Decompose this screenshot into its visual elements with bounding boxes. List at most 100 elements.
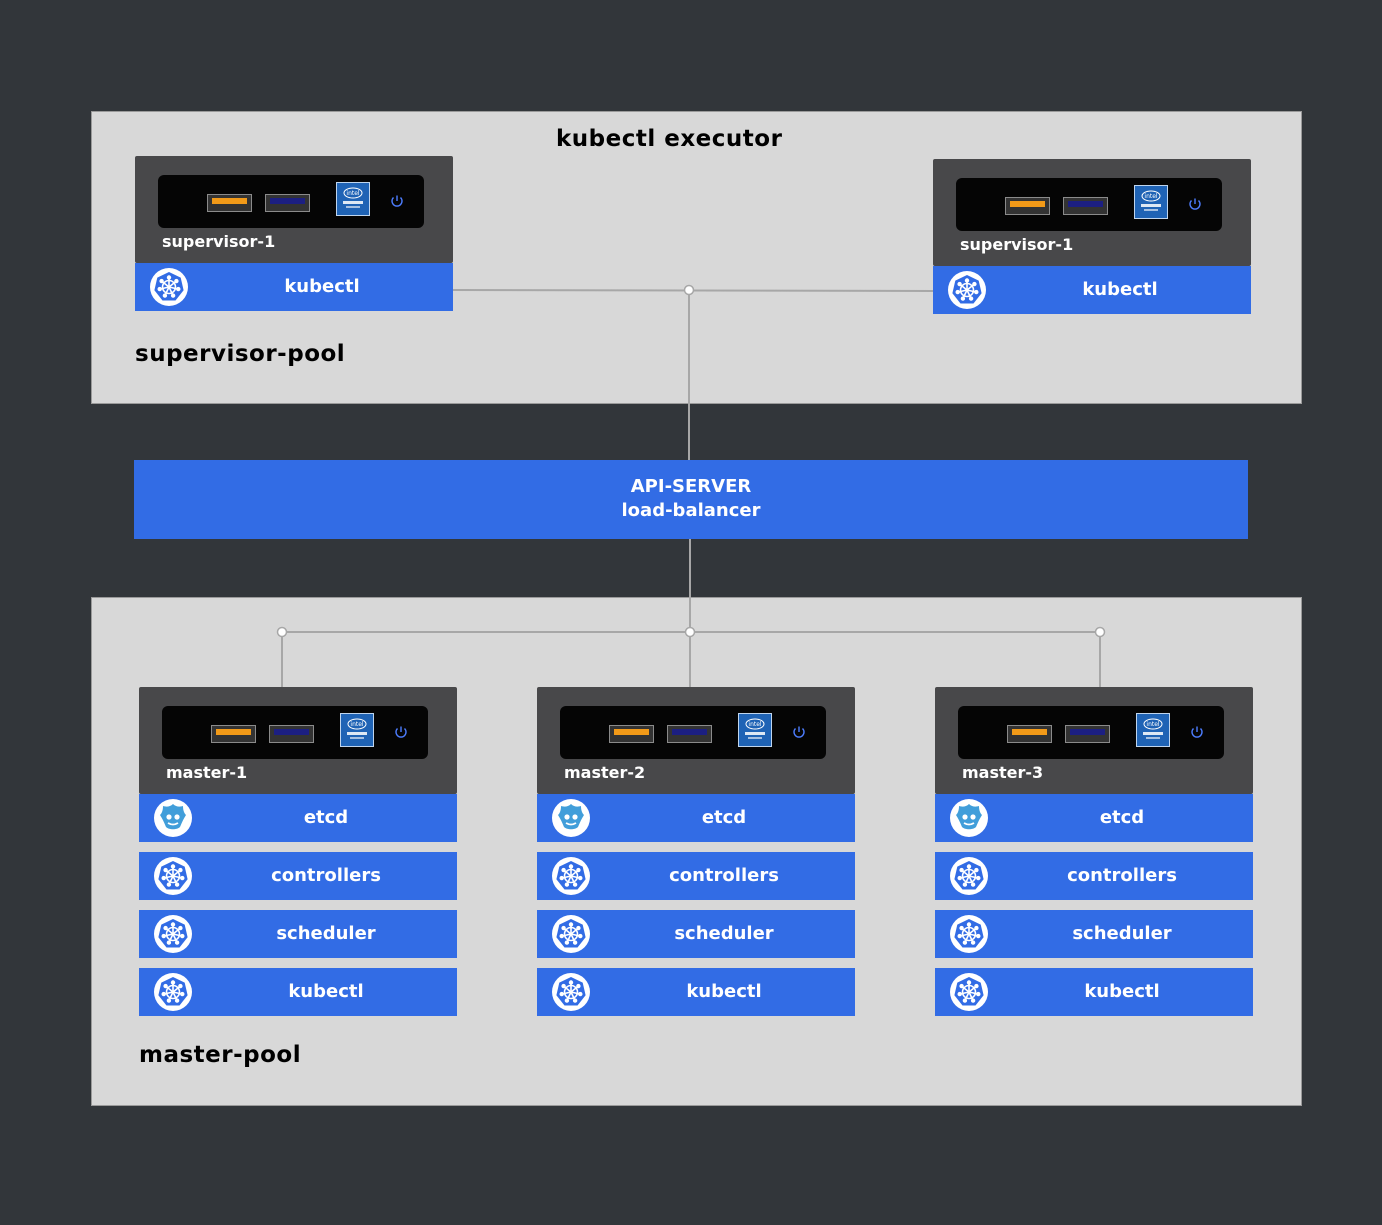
service-label: etcd bbox=[303, 807, 349, 828]
svg-text:intel: intel bbox=[748, 721, 762, 728]
etcd-icon bbox=[153, 798, 193, 838]
kubernetes-icon bbox=[153, 972, 193, 1012]
power-icon bbox=[791, 724, 807, 740]
supervisor-node: intel supervisor-1 kubectl bbox=[933, 159, 1251, 314]
server-front-panel: intel bbox=[956, 178, 1222, 231]
server-hardware: intel master-3 bbox=[935, 687, 1253, 794]
etcd-icon bbox=[949, 798, 989, 838]
service-label: etcd bbox=[701, 807, 747, 828]
service-etcd: etcd bbox=[537, 794, 855, 842]
power-icon bbox=[1189, 724, 1205, 740]
server-hardware: intel master-1 bbox=[139, 687, 457, 794]
junction-dot bbox=[684, 626, 696, 638]
service-scheduler: scheduler bbox=[139, 910, 457, 958]
server-front-panel: intel bbox=[560, 706, 826, 759]
usb-port-icon bbox=[667, 725, 712, 743]
usb-port-icon bbox=[1065, 725, 1110, 743]
kubernetes-icon bbox=[153, 856, 193, 896]
node-label: master-3 bbox=[962, 763, 1044, 782]
api-server-load-balancer: API-SERVER load-balancer bbox=[134, 460, 1248, 539]
node-label: master-2 bbox=[564, 763, 646, 782]
service-label: kubectl bbox=[1082, 279, 1158, 300]
service-kubectl: kubectl bbox=[935, 968, 1253, 1016]
service-kubectl: kubectl bbox=[537, 968, 855, 1016]
service-label: kubectl bbox=[284, 276, 360, 297]
node-label: master-1 bbox=[166, 763, 248, 782]
kubernetes-icon bbox=[551, 972, 591, 1012]
service-label: kubectl bbox=[288, 981, 364, 1002]
power-icon bbox=[1187, 196, 1203, 212]
server-hardware: intel supervisor-1 bbox=[135, 156, 453, 263]
service-controllers: controllers bbox=[139, 852, 457, 900]
service-label: kubectl bbox=[1084, 981, 1160, 1002]
supervisor-node: intel supervisor-1 kubectl bbox=[135, 156, 453, 311]
service-label: scheduler bbox=[1072, 923, 1172, 944]
api-server-label: API-SERVER bbox=[630, 476, 752, 497]
usb-port-icon bbox=[1005, 197, 1050, 215]
service-label: controllers bbox=[1067, 865, 1177, 886]
kubernetes-icon bbox=[149, 267, 189, 307]
master-node: intel master-2 etcd controllers schedule… bbox=[537, 687, 855, 1016]
master-node: intel master-1 etcd controllers schedule… bbox=[139, 687, 457, 1016]
usb-port-icon bbox=[1007, 725, 1052, 743]
intel-chip-icon: intel bbox=[347, 718, 367, 739]
svg-text:intel: intel bbox=[1146, 721, 1160, 728]
intel-chip-icon: intel bbox=[340, 713, 374, 747]
server-front-panel: intel bbox=[958, 706, 1224, 759]
kubernetes-icon bbox=[947, 270, 987, 310]
intel-chip-icon: intel bbox=[745, 718, 765, 739]
svg-text:intel: intel bbox=[346, 190, 360, 197]
kubernetes-icon bbox=[551, 856, 591, 896]
power-icon bbox=[389, 193, 405, 209]
service-kubectl: kubectl bbox=[933, 266, 1251, 314]
kubernetes-icon bbox=[949, 856, 989, 896]
service-kubectl: kubectl bbox=[139, 968, 457, 1016]
server-hardware: intel master-2 bbox=[537, 687, 855, 794]
power-icon bbox=[393, 724, 409, 740]
intel-chip-icon: intel bbox=[343, 187, 363, 208]
server-front-panel: intel bbox=[158, 175, 424, 228]
etcd-icon bbox=[551, 798, 591, 838]
node-label: supervisor-1 bbox=[162, 232, 276, 251]
svg-text:intel: intel bbox=[350, 721, 364, 728]
junction-dot bbox=[683, 284, 695, 296]
service-label: scheduler bbox=[674, 923, 774, 944]
service-label: etcd bbox=[1099, 807, 1145, 828]
service-scheduler: scheduler bbox=[935, 910, 1253, 958]
service-controllers: controllers bbox=[537, 852, 855, 900]
server-front-panel: intel bbox=[162, 706, 428, 759]
kubernetes-icon bbox=[949, 914, 989, 954]
kubernetes-icon bbox=[949, 972, 989, 1012]
master-node: intel master-3 etcd controllers schedule… bbox=[935, 687, 1253, 1016]
svg-text:intel: intel bbox=[1144, 193, 1158, 200]
service-etcd: etcd bbox=[935, 794, 1253, 842]
usb-port-icon bbox=[207, 194, 252, 212]
usb-port-icon bbox=[265, 194, 310, 212]
intel-chip-icon: intel bbox=[1141, 190, 1161, 211]
kubernetes-icon bbox=[153, 914, 193, 954]
service-etcd: etcd bbox=[139, 794, 457, 842]
kubernetes-icon bbox=[551, 914, 591, 954]
intel-chip-icon: intel bbox=[336, 182, 370, 216]
usb-port-icon bbox=[211, 725, 256, 743]
service-scheduler: scheduler bbox=[537, 910, 855, 958]
kubectl-executor-heading: kubectl executor bbox=[556, 126, 783, 152]
service-label: scheduler bbox=[276, 923, 376, 944]
node-label: supervisor-1 bbox=[960, 235, 1074, 254]
junction-dot bbox=[1094, 626, 1106, 638]
supervisor-pool-title: supervisor-pool bbox=[135, 341, 346, 367]
service-controllers: controllers bbox=[935, 852, 1253, 900]
intel-chip-icon: intel bbox=[1143, 718, 1163, 739]
intel-chip-icon: intel bbox=[1136, 713, 1170, 747]
intel-chip-icon: intel bbox=[738, 713, 772, 747]
server-hardware: intel supervisor-1 bbox=[933, 159, 1251, 266]
service-label: kubectl bbox=[686, 981, 762, 1002]
usb-port-icon bbox=[269, 725, 314, 743]
service-kubectl: kubectl bbox=[135, 263, 453, 311]
master-pool-title: master-pool bbox=[139, 1042, 302, 1068]
service-label: controllers bbox=[669, 865, 779, 886]
intel-chip-icon: intel bbox=[1134, 185, 1168, 219]
usb-port-icon bbox=[1063, 197, 1108, 215]
usb-port-icon bbox=[609, 725, 654, 743]
